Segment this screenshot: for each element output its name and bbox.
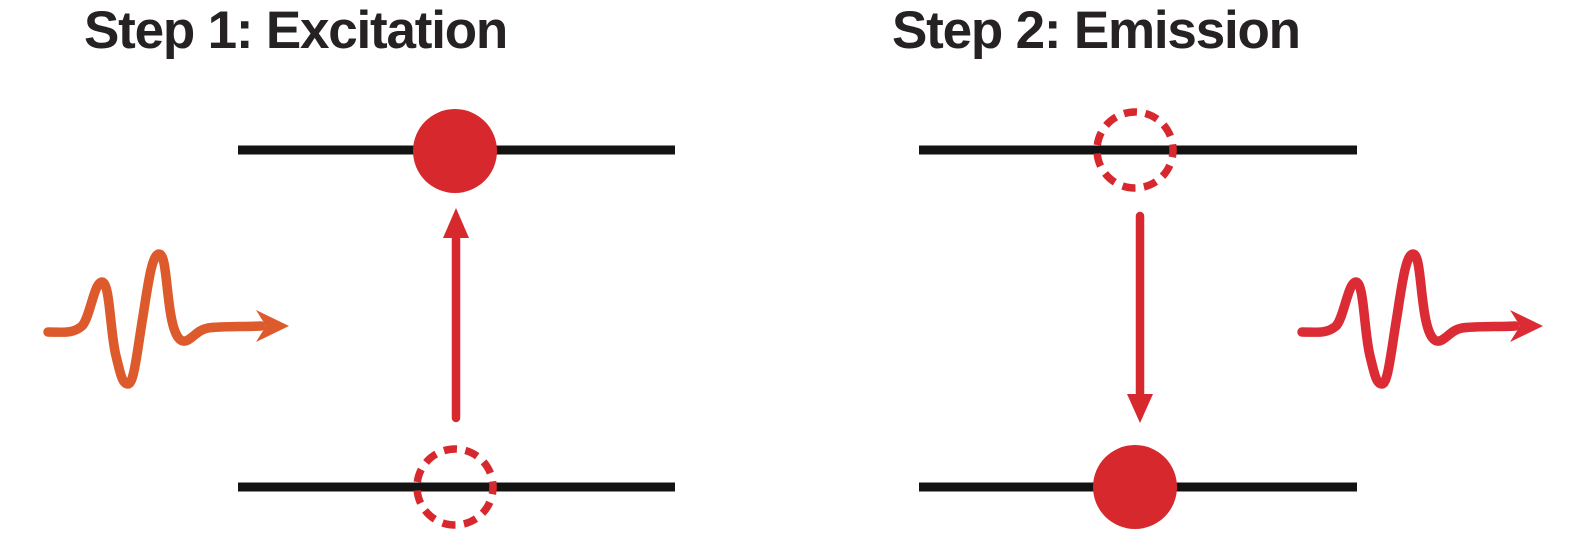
emission-panel-title: Step 2: Emission bbox=[892, 1, 1301, 60]
excitation-up-arrow-icon bbox=[443, 208, 469, 423]
electron-filled-circle bbox=[413, 109, 497, 193]
electron-filled-circle bbox=[1093, 445, 1177, 529]
excitation-panel-title: Step 1: Excitation bbox=[84, 1, 508, 60]
vacancy-dashed-circle bbox=[1093, 108, 1177, 192]
incoming-photon-wavepacket-icon bbox=[48, 254, 289, 384]
emission-arrowhead-icon bbox=[1127, 394, 1153, 423]
vacancy-dashed-circle bbox=[413, 445, 497, 529]
excitation-panel bbox=[48, 109, 675, 529]
emission-down-arrow-icon bbox=[1127, 211, 1153, 423]
outgoing-photon-wavepacket-icon bbox=[1302, 254, 1543, 384]
excitation-arrowhead-icon bbox=[443, 208, 469, 238]
emission-panel bbox=[919, 108, 1543, 529]
